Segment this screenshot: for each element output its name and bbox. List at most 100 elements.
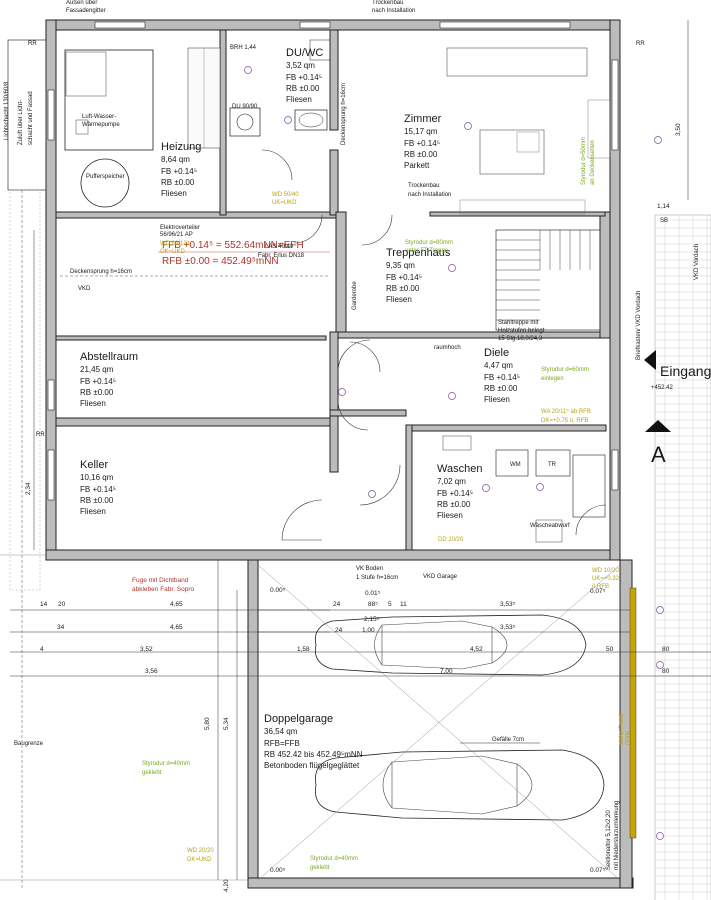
note: Styrodur d=40mm bbox=[142, 761, 190, 767]
note: nach Installation bbox=[408, 192, 451, 198]
rooms-1-name: Zimmer bbox=[404, 113, 442, 125]
note: D006 bbox=[626, 730, 632, 745]
rooms-3-lines-2: Fliesen bbox=[386, 295, 412, 304]
svg-text:4: 4 bbox=[40, 646, 44, 653]
rooms-3-area: 9,35 qm bbox=[386, 261, 415, 270]
note: WD 20/20 bbox=[187, 848, 214, 854]
rooms-0-lines-0: FB +0.14⁵ bbox=[286, 73, 322, 82]
note: raumhoch bbox=[434, 345, 461, 351]
rooms-8-area: 36,54 qm bbox=[264, 727, 298, 736]
note: Zuluft über Licht- bbox=[18, 100, 24, 145]
garage-cross bbox=[257, 564, 621, 881]
note: UK=+0.32 bbox=[592, 576, 620, 582]
level-annotation: FFB +0.14⁵ = 552.64mNN=EFH RFB ±0.00 = 4… bbox=[158, 240, 330, 267]
rooms-5-lines-1: RB ±0.00 bbox=[484, 384, 518, 393]
rr-label: RR bbox=[636, 41, 645, 47]
annotations: Außen über Fassadengitter Trockenbau nac… bbox=[4, 0, 711, 871]
heat-pump-unit bbox=[64, 47, 221, 208]
svg-text:14: 14 bbox=[40, 601, 48, 608]
dryer-label: TR bbox=[548, 462, 557, 468]
rr-label: RR bbox=[28, 41, 37, 47]
rooms-7-area: 7,02 qm bbox=[437, 477, 466, 486]
bathroom-fixtures bbox=[229, 39, 331, 137]
rooms-4-lines-1: RB ±0.00 bbox=[80, 388, 114, 397]
building-walls bbox=[45, 19, 621, 561]
note: Gefälle 7cm bbox=[492, 737, 524, 743]
rooms-3-lines-1: RB ±0.00 bbox=[386, 284, 420, 293]
rooms-5-lines-2: Fliesen bbox=[484, 395, 510, 404]
rooms-0-area: 3,52 qm bbox=[286, 61, 315, 70]
sb-label: SB bbox=[660, 218, 668, 224]
dimension-lines bbox=[10, 20, 711, 880]
rooms-6-name: Keller bbox=[80, 459, 108, 471]
note: OK=UKD bbox=[160, 249, 186, 255]
rooms-8-lines-1: RB 452.42 bis 452.49⁵mNN bbox=[264, 750, 363, 759]
entrance-level: +452.42 bbox=[651, 385, 674, 391]
note: Wärmepumpe bbox=[82, 122, 120, 128]
rooms-5-lines-0: FB +0.14⁵ bbox=[484, 373, 520, 382]
note: Wäscheabwurf bbox=[530, 523, 570, 529]
rr-label: RR bbox=[36, 432, 45, 438]
staircase bbox=[495, 229, 601, 331]
note: geklebt bbox=[142, 770, 162, 776]
note: ü.RFB bbox=[592, 584, 609, 590]
section-label: A bbox=[651, 442, 666, 467]
rooms-0-lines-1: RB ±0.00 bbox=[286, 84, 320, 93]
rooms-6-lines-2: Fliesen bbox=[80, 507, 106, 516]
rooms-7-lines-2: Fliesen bbox=[437, 511, 463, 520]
note: Styrodur d=60mm bbox=[541, 367, 589, 373]
svg-text:0.01⁵: 0.01⁵ bbox=[365, 590, 381, 597]
rooms-0-name: DU/WC bbox=[286, 47, 323, 59]
note: UK=UKD bbox=[272, 200, 297, 206]
note: WD 50/40 bbox=[272, 192, 299, 198]
note: Luft-Wasser- bbox=[82, 114, 116, 120]
room-furniture bbox=[446, 47, 611, 215]
note: VK Boden bbox=[356, 566, 383, 572]
note: Sektionaltor 5,12x2,20 bbox=[606, 810, 612, 870]
svg-text:1,00: 1,00 bbox=[362, 627, 375, 634]
note: Trockenbau bbox=[372, 0, 403, 6]
note: Lichtschacht 130/60/8 bbox=[4, 81, 10, 140]
note: Fabr. Erlus DN18 bbox=[258, 253, 305, 259]
left-exterior bbox=[0, 39, 248, 890]
rooms-2-name: Heizung bbox=[161, 141, 201, 153]
svg-text:3,52: 3,52 bbox=[140, 646, 153, 653]
ffb-level: FFB +0.14⁵ = 552.64mNN=EFH bbox=[162, 240, 304, 251]
rooms-4-area: 21,45 qm bbox=[80, 365, 114, 374]
svg-text:34: 34 bbox=[57, 624, 65, 631]
rooms-8-lines-0: RFB=FFB bbox=[264, 739, 300, 748]
svg-text:24: 24 bbox=[335, 627, 343, 634]
section-marker-icon bbox=[645, 420, 671, 432]
rooms-0-lines-2: Fliesen bbox=[286, 95, 312, 104]
svg-text:1,58: 1,58 bbox=[297, 646, 310, 653]
note: VKD Garage bbox=[423, 574, 458, 580]
svg-text:88⁵: 88⁵ bbox=[368, 601, 378, 608]
washer-label: WM bbox=[510, 462, 521, 468]
svg-text:4,65: 4,65 bbox=[170, 601, 183, 608]
note: Holzstufen belegt bbox=[498, 328, 545, 334]
rooms-7-lines-1: RB ±0.00 bbox=[437, 500, 471, 509]
dimension-values: 14 20 4,65 24 88⁵ 5 11 3,53⁵ 34 4,65 2,1… bbox=[25, 123, 682, 892]
svg-text:2,34: 2,34 bbox=[25, 482, 32, 495]
note: Styrodur d=50mm bbox=[581, 137, 587, 185]
rooms-5-area: 4,47 qm bbox=[484, 361, 513, 370]
entrance-label: Eingang bbox=[660, 363, 711, 379]
svg-text:4,52: 4,52 bbox=[470, 646, 483, 653]
rooms-7-lines-0: FB +0.14⁵ bbox=[437, 489, 473, 498]
note: WD 10/20 bbox=[592, 568, 619, 574]
note: nach Installation bbox=[372, 8, 415, 14]
svg-text:80: 80 bbox=[662, 668, 670, 675]
note: Fassadengitter bbox=[66, 8, 106, 14]
note: Briefkasten/ VKD Vordach bbox=[636, 291, 642, 360]
brh-label: BRH 1,44 bbox=[230, 45, 257, 51]
note: WA 20/11⁵ ab RFB bbox=[541, 408, 591, 415]
rooms-6-lines-0: FB +0.14⁵ bbox=[80, 485, 116, 494]
note: VKD Vordach bbox=[694, 244, 700, 280]
